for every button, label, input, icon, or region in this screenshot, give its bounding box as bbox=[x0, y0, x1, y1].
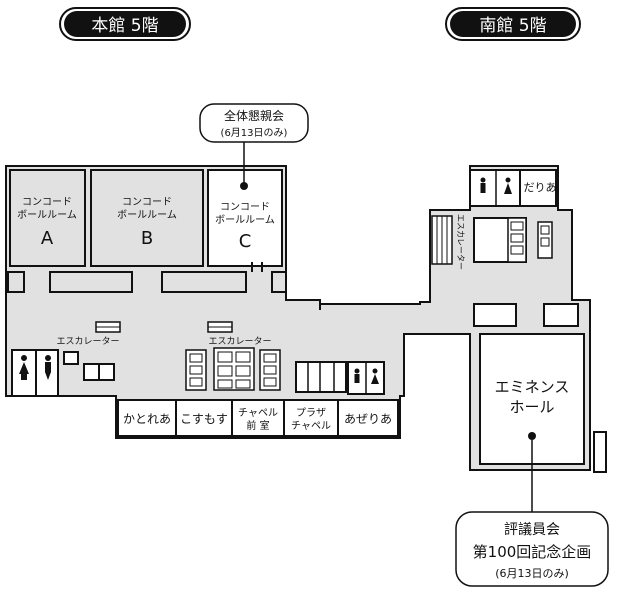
south-hall-title-text: 南館 5階 bbox=[479, 16, 546, 36]
locker-area bbox=[295, 361, 347, 393]
storage-b bbox=[161, 271, 247, 293]
escalator-left-label: エスカレーター bbox=[56, 336, 119, 347]
escalator-center-label: エスカレーター bbox=[208, 336, 271, 347]
elevator-cluster-right bbox=[259, 349, 281, 391]
male-restroom-icon bbox=[45, 355, 51, 380]
main-hall-title-text: 本館 5階 bbox=[91, 16, 158, 36]
male-restroom-icon bbox=[480, 177, 486, 193]
room-daria[interactable] bbox=[519, 169, 557, 207]
eminence-hall-line2: ホール bbox=[509, 398, 554, 416]
concord-b-line1: コンコード bbox=[122, 197, 172, 208]
council-callout-line1: 評議員会 bbox=[504, 521, 560, 538]
party-callout: 全体懇親会 (6月13日のみ) bbox=[199, 103, 309, 190]
concord-c-letter: C bbox=[239, 231, 252, 252]
concord-b-letter: B bbox=[141, 228, 153, 249]
storage-left bbox=[7, 271, 25, 293]
room-chapel-anteroom[interactable] bbox=[231, 399, 285, 437]
council-callout-line2: 第100回記念企画 bbox=[473, 543, 592, 561]
council-callout-line3: (6月13日のみ) bbox=[495, 567, 569, 580]
room-chapel-anteroom-line1: チャペル bbox=[238, 407, 278, 419]
south-storage-2 bbox=[543, 303, 579, 327]
eminence-hall-line1: エミネンス bbox=[495, 378, 570, 396]
concord-ballroom-c[interactable] bbox=[207, 169, 283, 267]
female-restroom-icon bbox=[19, 355, 29, 380]
room-azerea-label: あぜりあ bbox=[344, 412, 392, 426]
party-location-dot bbox=[240, 182, 248, 190]
concord-a-line1: コンコード bbox=[22, 197, 72, 208]
elevator-cluster-center bbox=[213, 347, 255, 391]
female-restroom-icon bbox=[504, 177, 512, 194]
storage-c bbox=[271, 271, 287, 293]
concord-b-line2: ボールルーム bbox=[117, 209, 177, 221]
room-azerea[interactable] bbox=[337, 399, 399, 437]
room-chapel-anteroom-line2: 前 室 bbox=[246, 419, 269, 432]
room-plaza-chapel-line2: チャペル bbox=[291, 420, 331, 432]
concord-a-letter: A bbox=[41, 228, 54, 249]
room-kosumosu-label: こすもす bbox=[180, 412, 228, 426]
room-katorea-label: かとれあ bbox=[123, 412, 171, 426]
escalator-south-label: エスカレーター bbox=[456, 214, 465, 270]
council-callout: 評議員会 第100回記念企画 (6月13日のみ) bbox=[455, 432, 609, 587]
concord-a-line2: ボールルーム bbox=[17, 209, 77, 221]
concord-ballroom-a[interactable] bbox=[9, 169, 86, 267]
escalator-center[interactable]: エスカレーター bbox=[207, 321, 272, 347]
bottom-rooms bbox=[117, 399, 399, 437]
concord-ballroom-b[interactable] bbox=[90, 169, 204, 267]
male-restroom-icon bbox=[354, 368, 360, 383]
south-side-panel bbox=[593, 431, 607, 473]
room-daria-label: だりあ bbox=[524, 181, 557, 194]
escalator-left[interactable]: エスカレーター bbox=[56, 321, 121, 347]
room-plaza-chapel-line1: プラザ bbox=[296, 407, 326, 419]
south-hall-title: 南館 5階 bbox=[445, 7, 581, 41]
main-hall-title: 本館 5階 bbox=[59, 7, 191, 41]
storage-a bbox=[49, 271, 133, 293]
party-callout-line2: (6月13日のみ) bbox=[221, 127, 288, 139]
phone-booth bbox=[63, 351, 79, 365]
elevator-cluster-left bbox=[185, 349, 207, 391]
female-restroom-icon bbox=[371, 368, 379, 384]
concord-c-line1: コンコード bbox=[220, 202, 270, 213]
south-elevator-cluster bbox=[507, 217, 553, 263]
party-callout-line1: 全体懇親会 bbox=[224, 108, 284, 123]
escalator-south[interactable]: エスカレーター bbox=[431, 214, 465, 270]
concord-c-line2: ボールルーム bbox=[215, 214, 275, 226]
south-storage-1 bbox=[473, 303, 517, 327]
council-location-dot bbox=[528, 432, 536, 440]
